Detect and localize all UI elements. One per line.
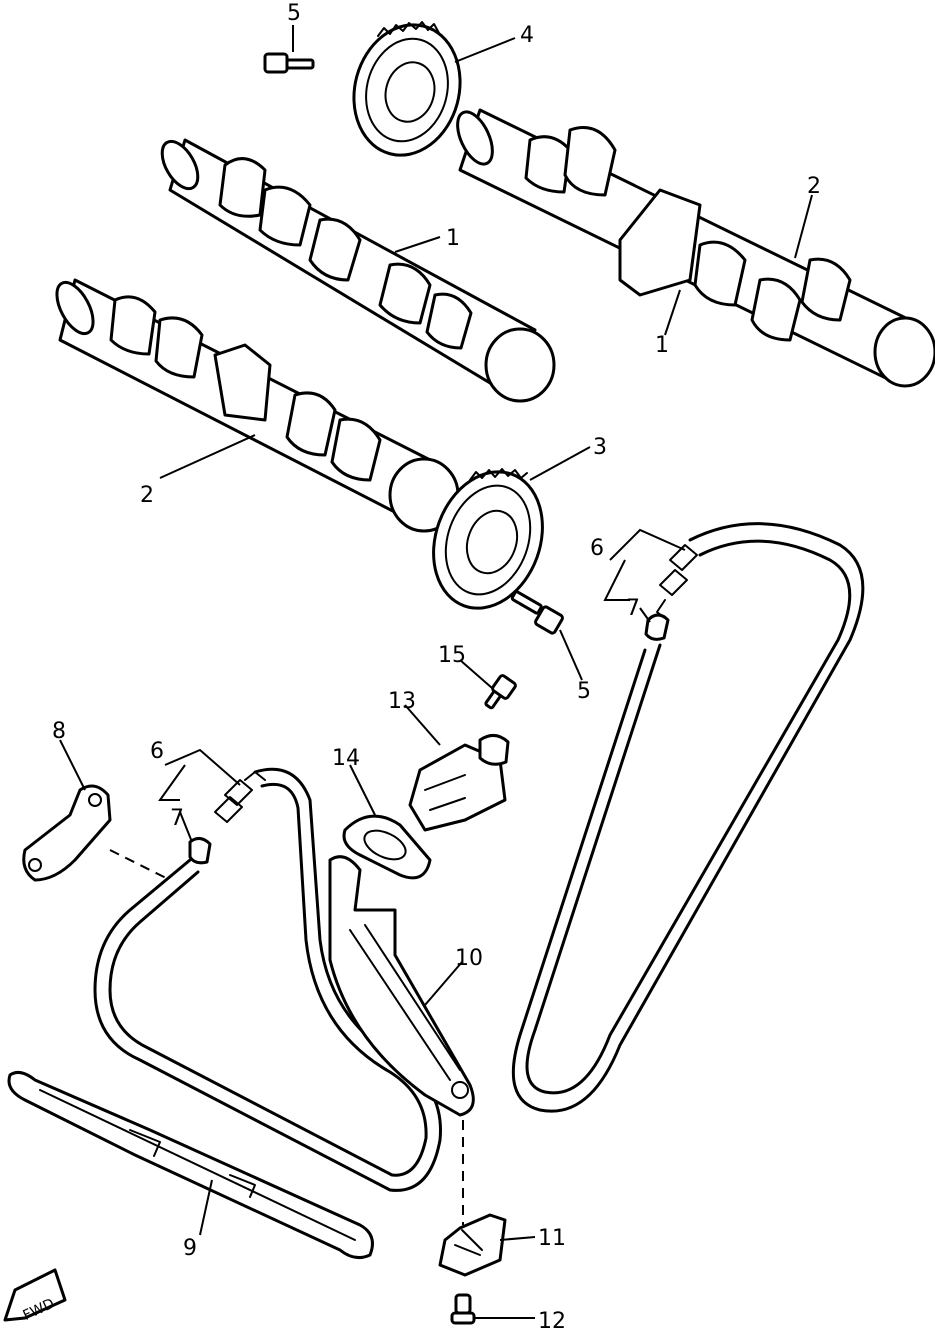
bolt-5-lower	[510, 590, 564, 635]
chain-guide-10	[328, 855, 475, 1117]
callout-4: 4	[520, 23, 534, 48]
callout-6-right: 6	[590, 536, 604, 561]
timing-chain-right	[511, 522, 865, 1113]
leader-lines	[59, 25, 813, 1319]
gasket-14	[342, 814, 432, 880]
bolt-5-upper	[263, 52, 315, 74]
bracket-11	[438, 1213, 507, 1277]
assembly-line-8	[109, 849, 171, 881]
callout-9: 9	[183, 1236, 197, 1261]
callout-5-upper: 5	[287, 1, 301, 26]
callout-8: 8	[52, 719, 66, 744]
sprocket-4	[352, 21, 462, 157]
callout-1-left: 1	[446, 226, 460, 251]
camshaft-1-left	[160, 138, 556, 403]
callout-1-right: 1	[655, 333, 669, 358]
callout-2-right: 2	[807, 174, 821, 199]
callout-3: 3	[593, 435, 607, 460]
callout-6-left: 6	[150, 739, 164, 764]
callout-5-lower: 5	[577, 679, 591, 704]
chain-link-7-left	[188, 837, 212, 865]
callout-2-left: 2	[140, 483, 154, 508]
callout-10: 10	[455, 946, 483, 971]
camshaft-2-lower-left	[55, 278, 460, 533]
bolt-12	[450, 1293, 476, 1325]
callout-15: 15	[438, 643, 466, 668]
callout-7-left: 7	[170, 806, 184, 831]
chain-tensioner-13	[408, 734, 510, 832]
callout-14: 14	[332, 746, 360, 771]
fwd-arrow-icon: FWD	[3, 1268, 67, 1324]
bolt-15	[484, 674, 517, 710]
callout-12: 12	[538, 1309, 566, 1334]
camshaft-2-right	[456, 108, 935, 388]
callout-11: 11	[538, 1226, 566, 1251]
sprocket-3	[432, 468, 544, 610]
chain-guide-9	[7, 1070, 374, 1260]
chain-guide-8	[22, 784, 112, 882]
timing-chain-left	[93, 767, 442, 1192]
chain-link-7-right	[644, 613, 670, 641]
callout-13: 13	[388, 689, 416, 714]
callout-7-right: 7	[626, 596, 640, 621]
